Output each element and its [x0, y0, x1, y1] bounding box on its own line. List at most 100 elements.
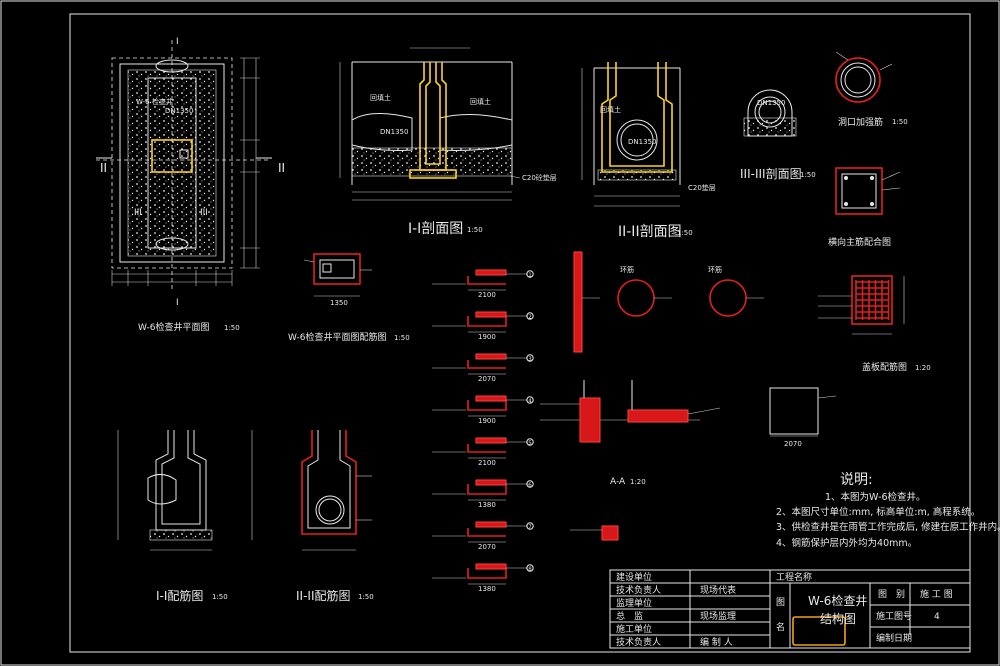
schedule-bar — [467, 276, 506, 285]
schedule-bar-fill — [475, 395, 507, 402]
plan-marker-iii-right: III — [200, 208, 208, 218]
tb-row-label-2: 技术负责人 — [616, 584, 661, 596]
plan-well-label: W-6 检查井 — [136, 97, 173, 106]
schedule-number: 1 — [528, 272, 532, 278]
schedule-dim: 1900 — [478, 417, 496, 425]
section-i-soil-right: 回填土 — [470, 97, 491, 106]
plan-marker-i-top: I — [176, 37, 179, 47]
section-ii-ii: 回填土 DN1350 C20垫层 II-II剖面图 1:50 — [581, 62, 716, 240]
cover-square-dim: 2070 — [784, 440, 802, 448]
schedule-number: 3 — [528, 356, 532, 362]
slab-scale: 1:50 — [394, 334, 410, 342]
schedule-bubble — [526, 354, 534, 362]
section-iii-arch — [747, 89, 793, 137]
schedule-bubble — [526, 312, 534, 320]
aa-small-bar — [601, 525, 619, 541]
schedule-bar — [467, 484, 507, 495]
section-ii-soil-left: 回填土 — [600, 105, 621, 114]
cover-plate-square: 2070 — [769, 387, 837, 448]
section-i-base-gravel — [351, 147, 513, 177]
notes-heading: 说明: — [840, 472, 873, 488]
section-ii-scale: 1:50 — [677, 229, 693, 237]
schedule-bar — [467, 528, 506, 537]
section-i-scale: 1:50 — [467, 226, 483, 234]
cover-plate-scale: 1:20 — [915, 364, 931, 372]
rebar-ii-scale: 1:50 — [358, 593, 374, 601]
schedule-bubble — [526, 564, 534, 572]
cross-rebar-square — [835, 167, 883, 215]
schedule-row: 8 1380 — [432, 563, 534, 593]
plan-manhole-opening — [179, 149, 189, 159]
schedule-number: 2 — [528, 314, 532, 320]
section-ii-base-label: C20垫层 — [688, 183, 716, 192]
drawing-border — [69, 13, 971, 653]
detail-aa: 环筋 环筋 A-A 1:20 — [540, 251, 764, 541]
title-stamp — [792, 616, 846, 646]
schedule-bubble — [526, 270, 534, 278]
plan-scale: 1:50 — [224, 324, 240, 332]
aa-title: A-A — [610, 477, 626, 487]
ring-scale: 1:50 — [892, 118, 908, 126]
aa-wall-left — [579, 397, 601, 443]
tb-stage-value: 施 工 图 — [920, 588, 953, 600]
cover-plate-outline — [851, 275, 893, 325]
schedule-dim: 1380 — [478, 585, 496, 593]
schedule-bar-fill — [475, 479, 507, 486]
slab-dim: 1350 — [330, 299, 348, 307]
schedule-bar — [467, 568, 507, 579]
slab-title: W-6检查井平面图配筋图 — [288, 331, 387, 343]
tb-drawing-sub: 结构图 — [820, 611, 856, 626]
section-ii-pipe-label: DN1350 — [628, 138, 656, 146]
notes-line-2: 2、本图尺寸单位:mm, 标高单位:m, 高程系统。 — [776, 506, 980, 518]
schedule-number: 8 — [528, 566, 532, 572]
schedule-bar-fill — [475, 437, 507, 444]
section-iii-iii: DN1350 III-III剖面图 1:50 — [740, 89, 816, 181]
schedule-number: 4 — [528, 398, 532, 404]
schedule-dim: 2070 — [478, 543, 496, 551]
tb-col-tu: 图 — [776, 597, 785, 608]
schedule-dim: 1900 — [478, 333, 496, 341]
tb-mid-4: 现场监理 — [700, 610, 736, 622]
notes-line-4: 4、钢筋保护层内外均为40mm。 — [776, 537, 917, 549]
schedule-bubble — [526, 438, 534, 446]
rebar-ii-title: II-II配筋图 — [296, 588, 351, 603]
ring-outer — [835, 57, 881, 103]
cross-rebar-title: 横向主筋配合图 — [828, 236, 891, 248]
tb-date-label: 编制日期 — [876, 632, 912, 644]
plan-marker-ii-left: II — [100, 161, 107, 175]
notes-block: 说明: 1、本图为W-6检查井。 2、本图尺寸单位:mm, 标高单位:m, 高程… — [776, 472, 1000, 549]
section-i-cover-label: C20砼垫层 — [522, 173, 557, 182]
schedule-dim: 1380 — [478, 501, 496, 509]
schedule-row: 4 1900 — [432, 395, 534, 425]
slab-plan-rebar: 1350 W-6检查井平面图配筋图 1:50 — [288, 253, 410, 343]
notes-line-1: 1、本图为W-6检查井。 — [825, 491, 926, 503]
tb-row-label-1: 建设单位 — [616, 571, 652, 583]
schedule-bar-fill — [475, 563, 507, 570]
tb-row-label-4: 总 监 — [616, 610, 643, 622]
section-iii-pipe-label: DN1350 — [757, 99, 785, 107]
tb-stage-label: 图 别 — [878, 589, 905, 600]
rebar-ii-pipe — [315, 495, 345, 525]
tb-row-label-3: 监理单位 — [616, 597, 652, 609]
aa-wall-right — [627, 409, 689, 423]
tb-mid-6: 编 制 人 — [700, 636, 733, 648]
section-ii-title: II-II剖面图 — [618, 224, 682, 240]
section-iii-scale: 1:50 — [800, 171, 816, 179]
aa-ring-right — [709, 279, 747, 317]
schedule-number: 5 — [528, 440, 532, 446]
schedule-bar — [467, 400, 507, 411]
tb-sheet-label: 施工图号 — [876, 610, 912, 622]
tb-mid-2: 现场代表 — [700, 584, 736, 596]
tb-sheet-value: 4 — [934, 612, 940, 622]
aa-rebar-bar — [573, 251, 583, 353]
aa-ring-left — [617, 279, 655, 317]
ring-title: 洞口加强筋 — [838, 116, 883, 128]
schedule-bar-fill — [475, 269, 507, 276]
plan-view: I I II II III III DN1350 W-6 检查井 W-6检查井平… — [96, 37, 285, 333]
